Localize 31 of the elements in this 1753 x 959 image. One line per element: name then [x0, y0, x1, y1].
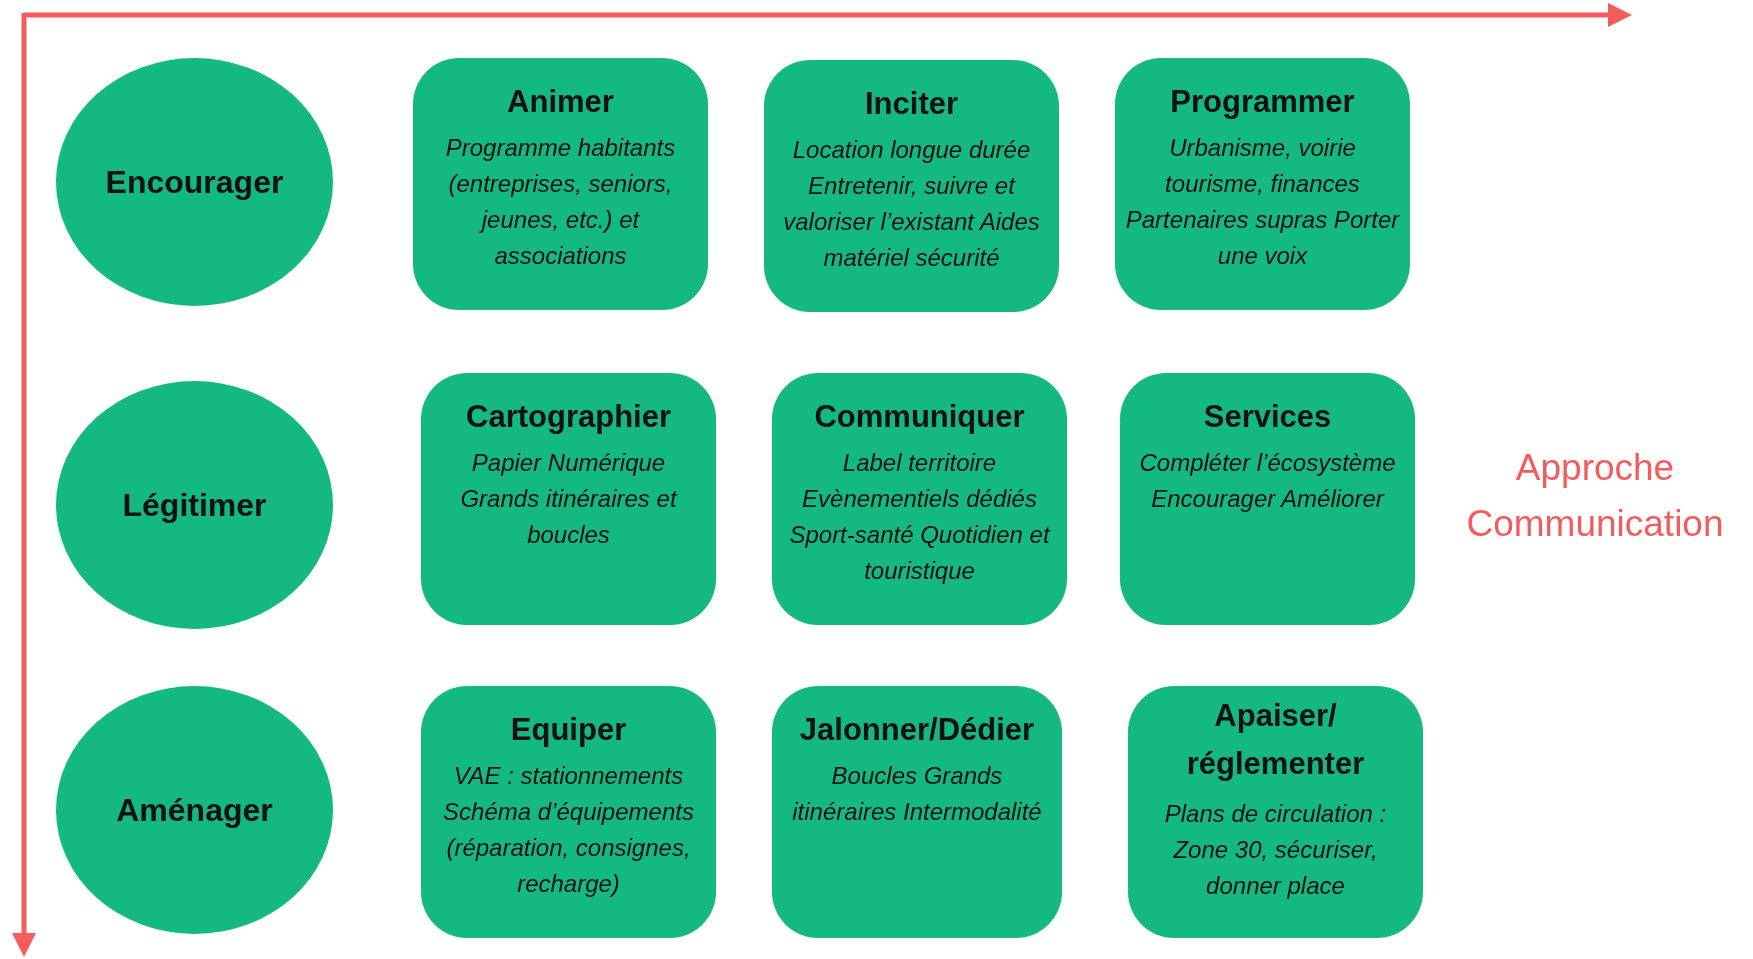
card-heading: Animer	[507, 83, 614, 121]
card-text: Urbanisme, voirie tourisme, finances Partenaires supras Porter une voix	[1125, 133, 1400, 271]
card-text: Boucles Grands itinéraires Intermodalité	[791, 761, 1043, 827]
card-heading: Légitimer	[122, 486, 267, 525]
action-card	[772, 373, 1067, 625]
card-heading: Services	[1203, 398, 1332, 436]
action-card	[764, 60, 1059, 312]
card-heading: Equiper	[510, 711, 627, 749]
card-text: Label territoire Evènementiels dédiés Sport-santé Quotidien et touristique	[788, 448, 1052, 586]
action-card	[413, 58, 708, 310]
action-card	[421, 373, 716, 625]
card-text: Compléter l’écosystème Encourager Améliorer	[1138, 448, 1397, 514]
action-card	[772, 686, 1062, 938]
action-card	[1120, 373, 1415, 625]
action-card	[1128, 686, 1423, 938]
card-heading: Inciter	[865, 85, 958, 123]
card-heading: Cartographier	[466, 398, 671, 436]
card-heading: Jalonner/Dédier	[799, 711, 1035, 749]
card-text: Plans de circulation : Zone 30, sécuriser, donner place	[1163, 799, 1388, 901]
card-heading: Encourager	[105, 163, 284, 202]
card-heading: Apaiser/ réglementer	[1185, 697, 1366, 783]
card-heading: Communiquer	[814, 398, 1025, 436]
card-text: Papier Numérique Grands itinéraires et boucles	[459, 448, 679, 550]
card-heading: Aménager	[116, 791, 273, 830]
card-heading: Programmer	[1170, 83, 1355, 121]
card-text: Location longue durée Entretenir, suivre et valoriser l’existant Aides matériel sécurité	[782, 135, 1041, 273]
axis-label: Approche Communication	[1465, 446, 1725, 546]
action-card	[1115, 58, 1410, 310]
action-card	[421, 686, 716, 938]
card-text: VAE : stationnements Schéma d’équipements (réparation, consignes, recharge)	[442, 761, 695, 899]
card-text: Programme habitants (entreprises, seniors, jeunes, etc.) et associations	[444, 133, 677, 271]
